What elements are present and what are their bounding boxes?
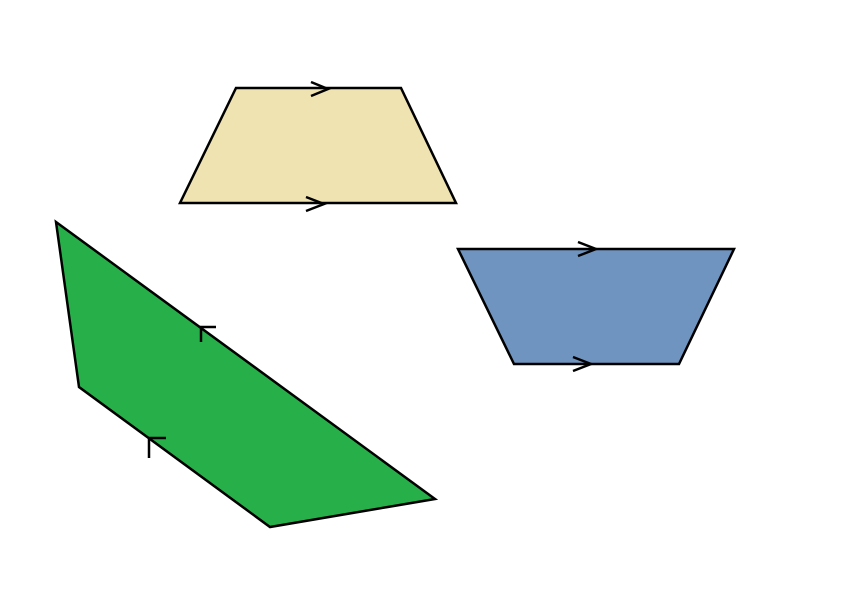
yellow-top-parallel-arrow [310,80,332,98]
blue-top-parallel-arrow [577,240,600,258]
green-trapezoid-body [54,219,439,529]
blue-trapezoid [456,240,736,373]
yellow-bottom-parallel-arrow [305,195,328,213]
green-lower-parallel-hook [147,436,166,458]
green-trapezoid [54,219,439,529]
blue-bottom-parallel-arrow [572,355,595,373]
yellow-trapezoid-body [178,86,458,205]
green-upper-parallel-hook [199,325,216,342]
blue-trapezoid-body [456,247,736,366]
yellow-trapezoid [178,80,458,213]
